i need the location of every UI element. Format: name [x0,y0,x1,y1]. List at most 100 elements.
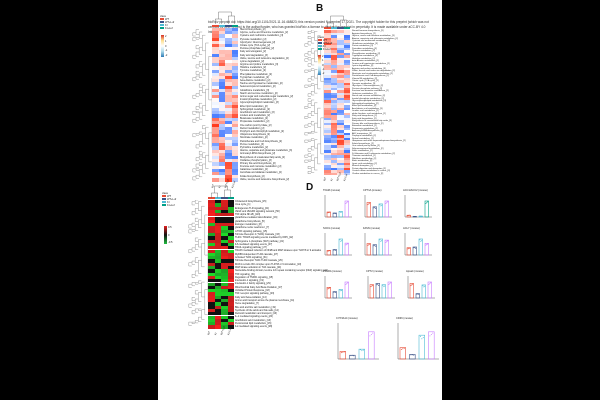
panel_a-legend-item: WT+Luf [160,21,174,24]
panel_a-heatmap-cell [225,28,232,32]
panel_c-dendrogram-branch [191,260,195,265]
panel_b-row-label: Butanoate metabolism_[2] [352,125,377,127]
panel_b-heatmap-cell [324,92,331,95]
panel_b-heatmap-cell [330,110,337,113]
panel_b-dendrogram-branch [307,153,311,157]
qpcr-replicate-point [418,293,420,295]
qpcr-replicate-point [369,243,371,245]
panel_c-row-label: Toll Like Receptor 4 (TLR4) Cascade_[33] [235,232,280,236]
panel_c-heatmap-cell [208,325,215,329]
panel_c-heatmap-cell [208,315,215,319]
qpcr-replicate-point [340,211,342,213]
qpcr-bar-chart [397,323,439,360]
panel_a-heatmap-cell [218,143,225,147]
panel_c-heatmap-cell [214,246,221,250]
panel_c-heatmap-cell [227,275,234,280]
panel_b-heatmap-cell [324,35,331,38]
qpcr-subplot-title: TFAM (mouse) [323,189,341,192]
qpcr-replicate-point [368,203,370,205]
panel_b-heatmap-cell [337,82,344,85]
panel_c-heatmap-cell [227,242,234,247]
panel_b-dendrogram-branch [307,171,311,174]
panel_c-heatmap-cell [214,233,221,237]
qpcr-bar-chart [404,195,432,218]
panel_b-heatmap-cell [330,42,337,45]
panel_a-heatmap-cell [225,69,232,73]
panel_b-heatmap-cell [337,102,344,105]
panel_b-row-label: Biosynthesis of unsaturated fatty acids_… [352,120,392,122]
panel_a-heatmap-cell [218,31,225,35]
qpcr-replicate-point [328,287,330,289]
panel_b-legend-item: WT+Luf [318,42,332,45]
qpcr-bar-chart [324,195,352,218]
panel_b-heatmap-cell [343,60,350,63]
panel_a-dendrogram-branch [195,106,199,110]
panel_b-heatmap-cell [330,87,337,90]
panel_b-dendrogram-branch [314,139,318,149]
panel_a-dendrogram-branch [195,37,199,40]
panel_a-heatmap-cell [225,127,232,131]
qpcr-bar [384,200,389,218]
panel_c-heatmap-cell [221,229,228,233]
panel_c-heatmap-cell [214,266,221,270]
panel_a-heatmap-cell [218,178,225,182]
panel_b-heatmap-cell [343,82,350,85]
qpcr-replicate-point [417,293,419,295]
panel_a-legend-swatch [160,18,164,21]
panel_b-heatmap-cell [343,75,350,78]
qpcr-bar [384,239,389,256]
panel_b-dendrogram-branch [314,84,318,94]
panel_c-heatmap-cell [221,219,228,224]
panel_b-heatmap-cell [324,112,331,115]
panel_b-heatmap-cell [324,160,331,163]
panel_c-col-dendrogram-branch [224,189,231,198]
panel_b-heatmap-cell [337,117,344,120]
panel_c-heatmap-cell [208,249,215,253]
panel_a-heatmap-cell [212,136,219,140]
panel_b-dendrogram-branch [314,157,318,171]
panel_c-dendrogram-branch [188,321,192,326]
panel_a-legend-label: WT+Luf [165,21,175,24]
panel_a-dendrogram-branch [205,42,209,70]
panel_a-heatmap-cell [225,175,232,179]
panel_b-heatmap-cell [343,90,350,93]
panel_a-heatmap-cell [225,101,232,105]
panel_c-heatmap-cell [221,269,228,273]
panel_c-row-label: Retinoid metabolism and transport_[16] [235,312,277,316]
panel_c-heatmap-cell [208,322,215,326]
panel_b-legend-swatch [318,39,322,42]
panel_c-heatmap-cell [221,285,228,290]
panel_c-heatmap-cell [208,233,215,237]
qpcr-replicate-point [375,207,377,209]
panel_a-color-bar-tick: 2 [165,35,167,38]
panel_b-heatmap-cell [343,157,350,160]
panel_c-heatmap-cell [208,308,215,313]
panel_a-dendrogram-branch [199,90,203,96]
qpcr-bar [406,247,411,256]
panel_b-heatmap-cell [324,137,331,140]
panel_a-heatmap-cell [225,104,232,108]
panel_c-heatmap-cell [208,318,215,323]
panel_c-heatmap-cell [214,302,221,306]
panel_b-heatmap-cell [330,62,337,65]
qpcr-replicate-point [415,247,417,249]
panel_b-heatmap-cell [343,100,350,103]
panel_a-dendrogram-branch [205,127,209,139]
panel_b-heatmap-cell [330,45,337,48]
panel_c-dendrogram-branch [191,274,195,278]
panel_a-color-bar-tick: -1 [165,49,168,53]
panel_b-row-label: Thiamine metabolism_[2] [352,155,376,157]
panel_a-dendrogram-branch [199,169,203,177]
panel_b-heatmap-cell [330,162,337,165]
panel_b-dendrogram-branch [314,50,318,63]
qpcr-bar-chart [404,233,432,256]
panel_c-dendrogram-branch [195,237,199,242]
panel_a-heatmap-cell [225,56,232,60]
panel_b-class-strip-cell [343,27,350,29]
qpcr-bar [418,238,423,256]
qpcr-replicate-point [333,212,335,214]
panel_b-heatmap-cell [330,65,337,68]
panel_a-heatmap-cell [231,50,238,54]
panel_b-dendrogram-branch [311,83,315,86]
